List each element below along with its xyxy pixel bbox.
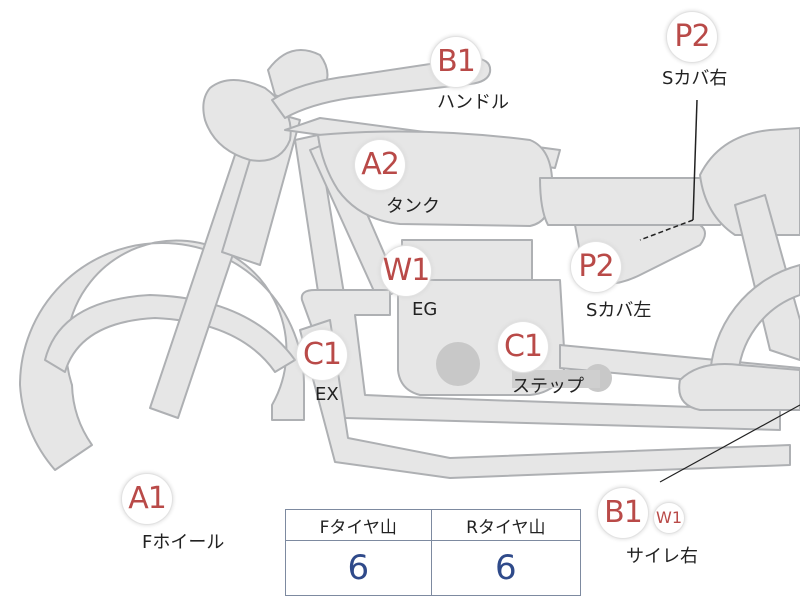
label-engine: EG xyxy=(412,299,438,320)
label-silencer-right: サイレ右 xyxy=(626,546,698,567)
leader-line-silencer xyxy=(659,404,800,483)
marker-p2-side-cover-left[interactable]: P2 xyxy=(571,242,621,292)
tire-tread-table: Fタイヤ山 Rタイヤ山 6 6 xyxy=(285,509,582,596)
rear-cowl xyxy=(699,127,800,236)
label-tank: タンク xyxy=(386,196,440,217)
leader-line-side-cover-right xyxy=(692,99,698,221)
marker-p2-side-cover-right[interactable]: P2 xyxy=(667,12,717,62)
label-step: ステップ xyxy=(512,376,584,397)
label-front-wheel: Fホイール xyxy=(142,532,225,553)
label-handle: ハンドル xyxy=(437,92,509,113)
exhaust-upper xyxy=(300,289,781,431)
leader-line-side-cover-right-2 xyxy=(639,219,694,241)
rear-tire-tread-header: Rタイヤ山 xyxy=(430,509,582,541)
label-side-cover-right: Sカバ右 xyxy=(662,68,728,89)
marker-b1-silencer-right[interactable]: B1 xyxy=(598,488,648,538)
marker-w1-silencer-right[interactable]: W1 xyxy=(654,503,684,533)
engine-cover-dot xyxy=(436,342,480,386)
step-bar xyxy=(512,370,600,388)
label-side-cover-left: Sカバ左 xyxy=(586,300,652,321)
silencer xyxy=(678,363,800,411)
front-tire-tread-header: Fタイヤ山 xyxy=(285,509,432,541)
label-exhaust: EX xyxy=(315,384,339,405)
rear-tire-tread-value: 6 xyxy=(430,540,582,596)
marker-a2-tank[interactable]: A2 xyxy=(355,140,405,190)
marker-a1-front-wheel[interactable]: A1 xyxy=(122,474,172,524)
front-fender xyxy=(44,294,296,373)
marker-b1-handle[interactable]: B1 xyxy=(431,37,481,87)
marker-w1-engine[interactable]: W1 xyxy=(381,246,431,296)
marker-c1-exhaust[interactable]: C1 xyxy=(297,330,347,380)
front-wheel-tire xyxy=(19,239,305,471)
headlight xyxy=(202,79,292,162)
marker-c1-step[interactable]: C1 xyxy=(498,322,548,372)
front-tire-tread-value: 6 xyxy=(285,540,432,596)
